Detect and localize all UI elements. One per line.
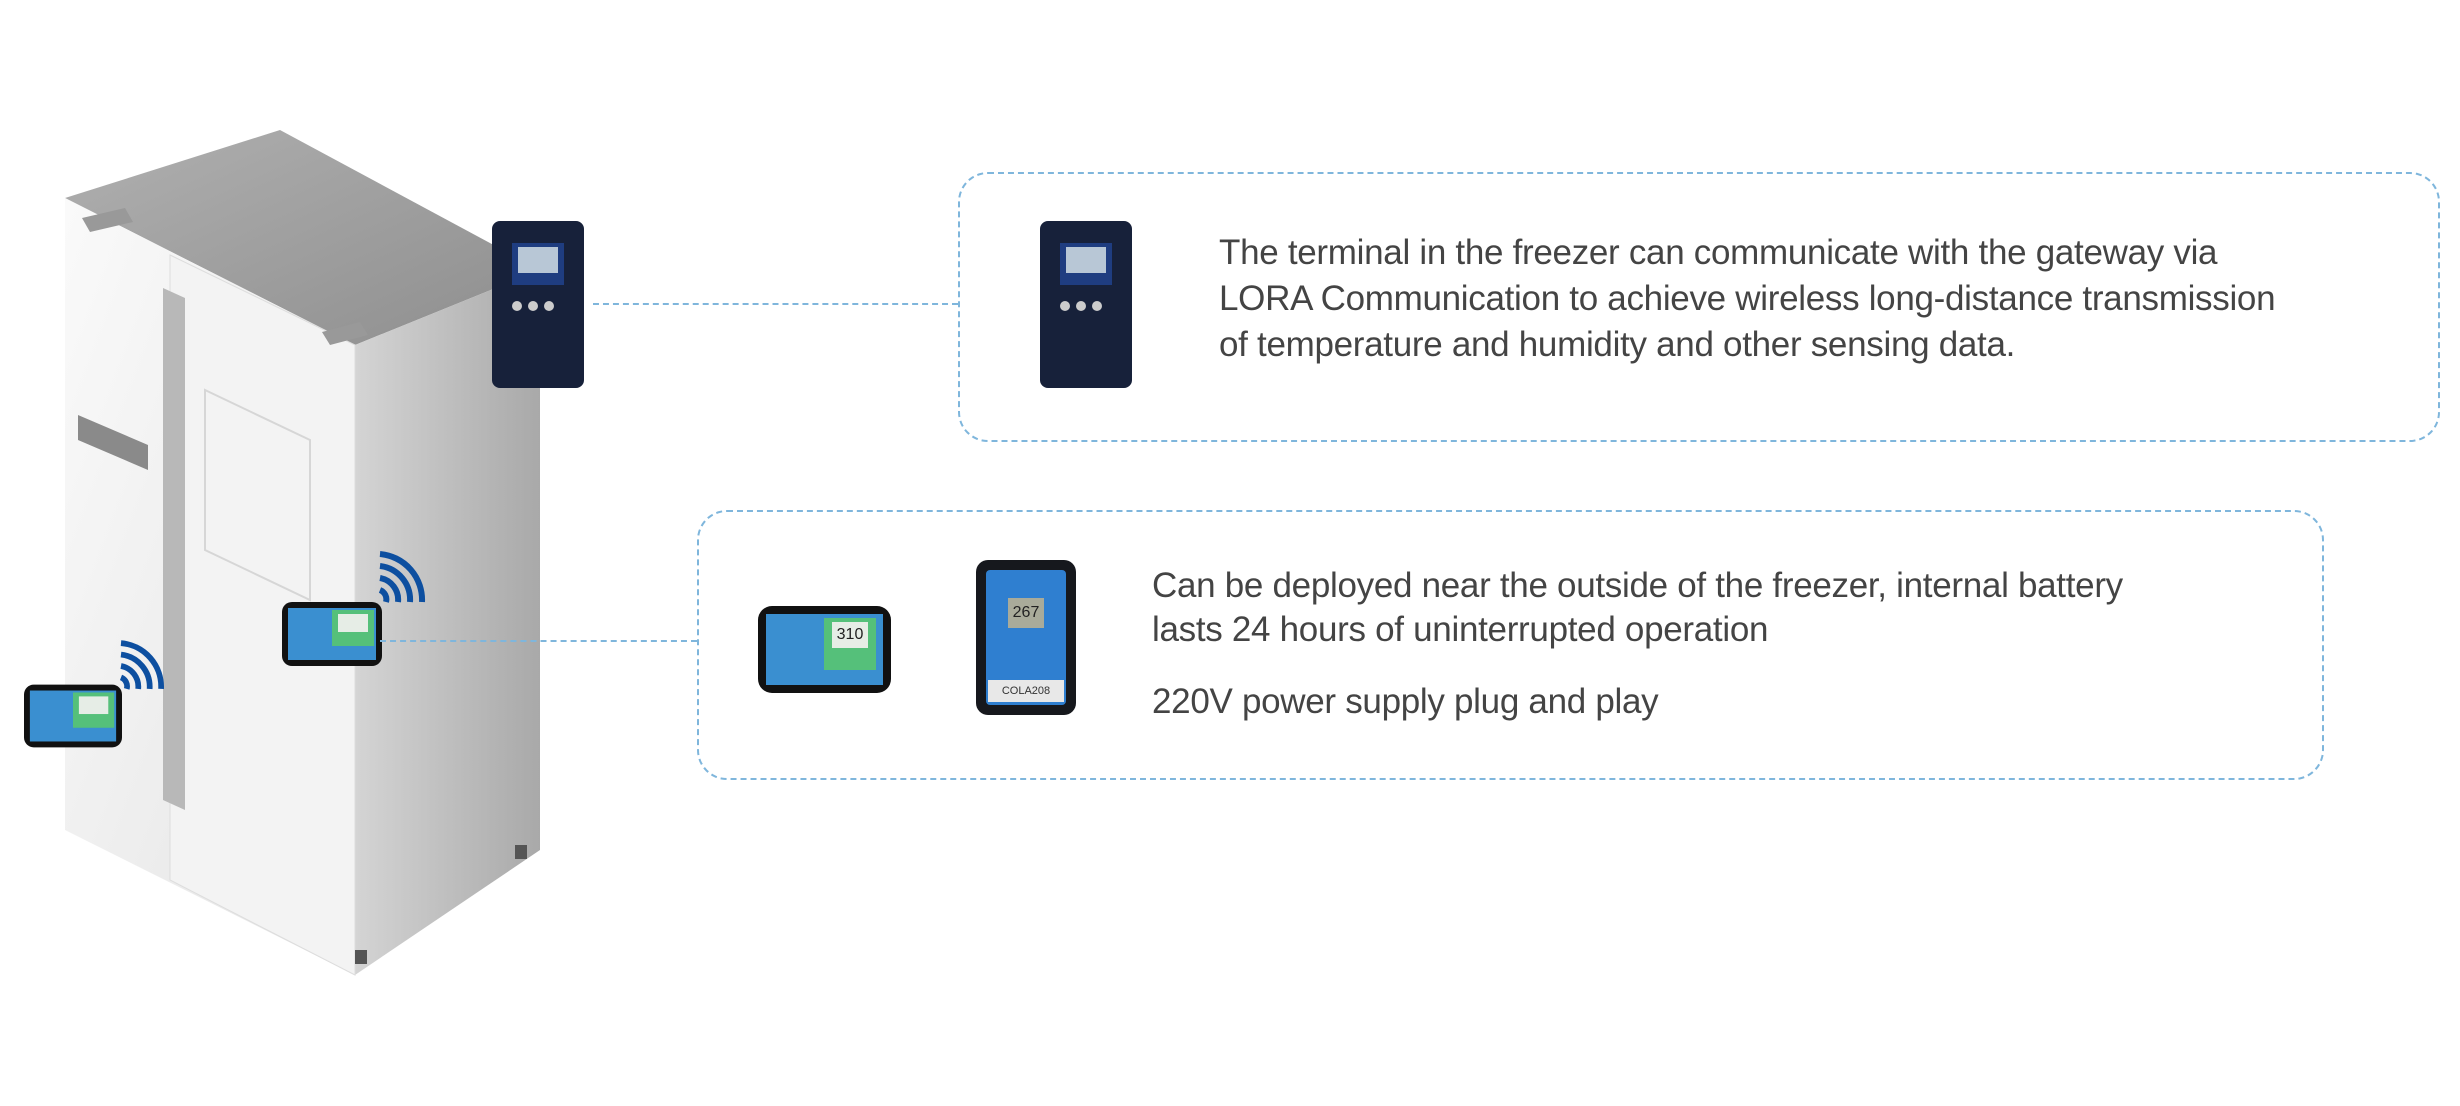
sensor-power-line: 220V power supply plug and play [1152,682,1659,721]
gateway-description-line-1: The terminal in the freezer can communic… [1219,233,2218,272]
wifi-signal-icon [378,551,426,603]
tablet-sensor [282,602,382,666]
sensor-description-line-2: lasts 24 hours of uninterrupted operatio… [1152,610,1769,649]
gateway-description-line-3: of temperature and humidity and other se… [1219,325,2016,364]
connector-line-gateway [593,303,958,305]
tablet-sensor [24,684,122,748]
gateway-info-card [958,172,2440,442]
tablet-lcd: 310 [832,622,868,648]
vertical-lcd: 267 [1008,598,1044,628]
sensor-description-line-1: Can be deployed near the outside of the … [1152,566,2123,605]
gateway-device [1040,221,1132,388]
sensor-info-card [697,510,2324,780]
vertical-sensor: 267 COLA208 [976,560,1076,715]
wifi-signal-icon [119,640,164,690]
connector-line-sensor [380,640,697,642]
vertical-model-label: COLA208 [988,680,1064,702]
gateway-device [492,221,584,388]
gateway-description-line-2: LORA Communication to achieve wireless l… [1219,279,2276,318]
tablet-sensor: 310 [758,606,891,693]
freezer-illustration [65,130,540,976]
